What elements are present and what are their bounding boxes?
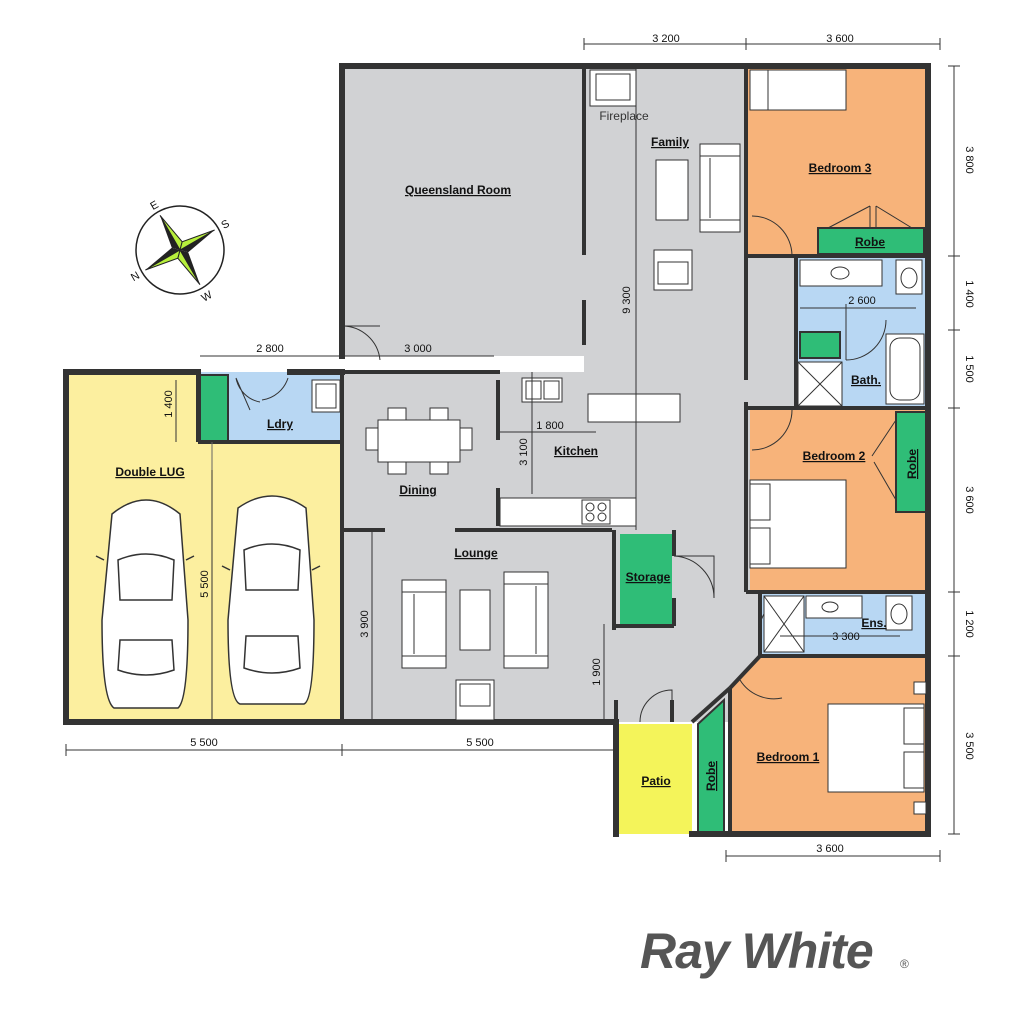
label-patio: Patio <box>641 774 670 788</box>
family-coffee-table <box>655 159 689 221</box>
robe3-doors <box>827 205 913 229</box>
dim-bed2-side: 3 600 <box>963 486 975 514</box>
kitchen-island <box>587 393 681 423</box>
label-robe2: Robe <box>905 449 919 479</box>
compass-s: S <box>219 218 231 232</box>
brand-logo: Ray White ® <box>640 923 909 979</box>
label-queensland-room: Queensland Room <box>405 183 511 197</box>
dim-bath-width: 2 600 <box>848 295 876 307</box>
label-bedroom1: Bedroom 1 <box>757 750 820 764</box>
label-robe3: Robe <box>855 235 885 249</box>
bed3-door <box>751 215 793 257</box>
dining-table <box>377 419 461 463</box>
room-labels: Queensland Room Family Fireplace Bedroom… <box>115 109 919 791</box>
car-left <box>95 499 195 709</box>
laundry-robe-area <box>199 374 229 442</box>
dim-bed1-side: 3 500 <box>963 732 975 760</box>
dim-garage-top: 2 800 <box>256 343 284 355</box>
dim-garage-depth: 5 500 <box>199 570 211 598</box>
label-fireplace: Fireplace <box>599 109 649 123</box>
furniture <box>311 69 927 815</box>
walls <box>63 63 931 837</box>
bath-door <box>845 304 887 361</box>
label-family: Family <box>651 135 689 149</box>
lounge-coffee-table <box>459 589 491 651</box>
robe2-doors <box>871 419 897 501</box>
dim-family-height: 9 300 <box>621 286 633 314</box>
bath-cupboard-area <box>799 331 841 359</box>
dim-kitchen-height: 3 100 <box>518 438 530 466</box>
family-sofa <box>699 143 741 233</box>
robe2-area <box>895 411 927 513</box>
dim-bed1-width: 3 600 <box>816 843 844 855</box>
lounge-sofa-right <box>503 571 549 669</box>
kitchen-bench <box>499 497 637 527</box>
doors <box>235 205 913 723</box>
kitchen-cooktop <box>581 499 611 525</box>
ldry-door <box>235 377 289 411</box>
dimension-labels: 3 200 3 600 3 800 1 400 1 500 2 600 9 30… <box>163 33 975 855</box>
storage-area <box>620 534 672 624</box>
label-storage: Storage <box>626 570 671 584</box>
patio-door <box>639 689 673 723</box>
bed2-door <box>751 409 793 451</box>
dim-top-left: 3 200 <box>652 33 680 45</box>
car-right <box>221 495 321 705</box>
label-kitchen: Kitchen <box>554 444 598 458</box>
dim-bottom-mid: 5 500 <box>466 737 494 749</box>
storage-door <box>673 555 715 599</box>
dim-bottom-left: 5 500 <box>190 737 218 749</box>
label-robe1: Robe <box>704 761 718 791</box>
label-ens: Ens. <box>861 616 886 630</box>
dim-ldry-height: 1 400 <box>163 390 175 418</box>
room-fills <box>66 66 928 835</box>
dim-kitchen-width: 1 800 <box>536 420 564 432</box>
patio-area <box>616 724 692 834</box>
brand-mark: ® <box>900 957 909 971</box>
dim-top-right: 3 600 <box>826 33 854 45</box>
label-ldry: Ldry <box>267 417 293 431</box>
qld-room-door <box>341 325 381 361</box>
dimension-lines <box>65 38 960 862</box>
label-dining: Dining <box>399 483 436 497</box>
label-double-lug: Double LUG <box>115 465 184 479</box>
lounge-sofa-left <box>401 579 447 669</box>
dim-ens-side: 1 200 <box>963 610 975 638</box>
dim-qld-width: 3 000 <box>404 343 432 355</box>
label-bedroom2: Bedroom 2 <box>803 449 866 463</box>
bed1-door <box>739 679 783 700</box>
queensland-room-area <box>342 66 584 356</box>
label-bath: Bath. <box>851 373 881 387</box>
dim-ens-width: 3 300 <box>832 631 860 643</box>
dim-lounge-lower: 1 900 <box>591 658 603 686</box>
dim-bath-side2: 1 500 <box>963 355 975 383</box>
brand-name: Ray White <box>640 923 873 979</box>
label-lounge: Lounge <box>454 546 498 560</box>
dim-lounge-height: 3 900 <box>359 610 371 638</box>
compass-icon: N S E W <box>129 199 232 305</box>
label-bedroom3: Bedroom 3 <box>809 161 872 175</box>
dim-bed3-side: 3 800 <box>963 146 975 174</box>
compass-w: W <box>200 289 216 305</box>
compass-n: N <box>129 270 142 284</box>
dim-bath-side: 1 400 <box>963 280 975 308</box>
